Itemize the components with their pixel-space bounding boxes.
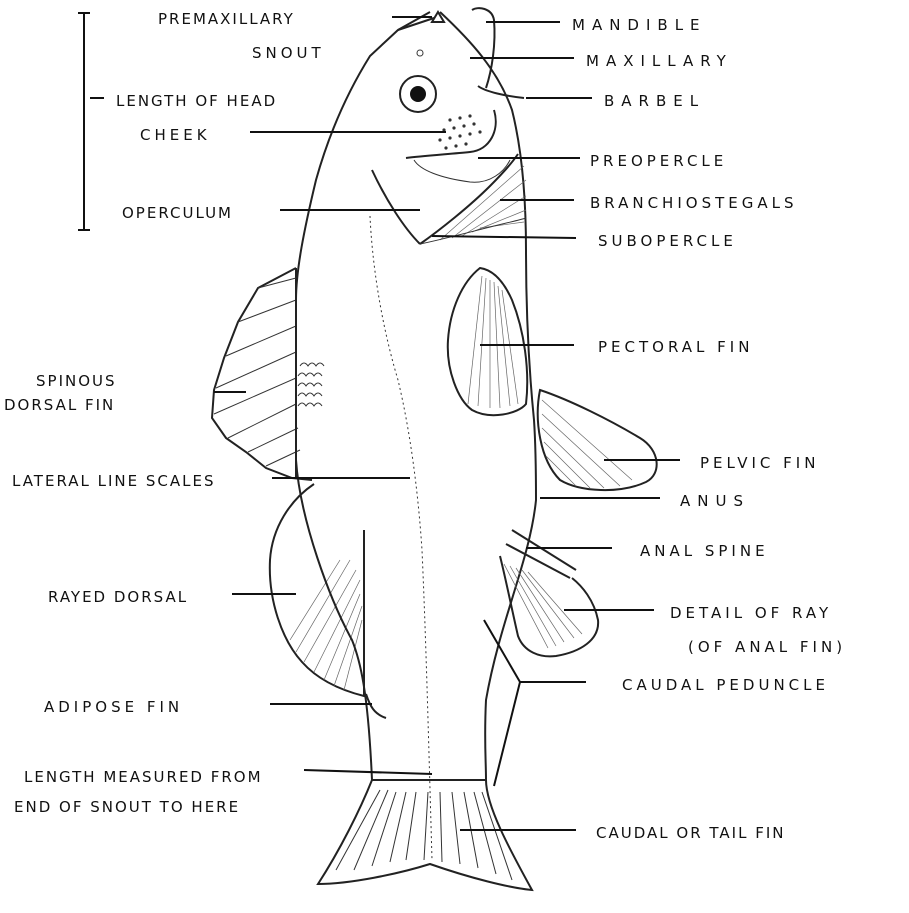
adipose-fin bbox=[366, 694, 386, 718]
leader-lines bbox=[214, 17, 680, 830]
caudal-fin bbox=[318, 780, 532, 890]
label-snout: SNOUT bbox=[252, 44, 325, 62]
eye-pupil bbox=[410, 86, 426, 102]
label-detail-of-ray-line2: (OF ANAL FIN) bbox=[688, 638, 846, 656]
label-pelvic-fin: PELVIC FIN bbox=[700, 454, 819, 472]
label-length-measured-line1: LENGTH MEASURED FROM bbox=[24, 768, 263, 786]
label-barbel: BARBEL bbox=[604, 92, 705, 110]
label-length-of-head: LENGTH OF HEAD bbox=[116, 92, 277, 110]
pelvic-fin bbox=[538, 390, 657, 490]
label-mandible: MANDIBLE bbox=[572, 16, 707, 34]
scale-patch bbox=[298, 363, 324, 406]
label-rayed-dorsal: RAYED DORSAL bbox=[48, 588, 188, 606]
rayed-dorsal-fin bbox=[270, 484, 364, 696]
label-anal-spine: ANAL SPINE bbox=[640, 542, 769, 560]
fish-body bbox=[296, 12, 536, 780]
label-length-measured-line2: END OF SNOUT TO HERE bbox=[14, 798, 240, 816]
label-maxillary: MAXILLARY bbox=[586, 52, 733, 70]
label-preopercle: PREOPERCLE bbox=[590, 152, 727, 170]
label-detail-of-ray-line1: DETAIL OF RAY bbox=[670, 604, 832, 622]
nostril bbox=[417, 50, 423, 56]
head-details bbox=[372, 8, 526, 244]
label-subopercle: SUBOPERCLE bbox=[598, 232, 737, 250]
lateral-line bbox=[370, 216, 432, 860]
label-pectoral-fin: PECTORAL FIN bbox=[598, 338, 753, 356]
labels: PREMAXILLARY SNOUT LENGTH OF HEAD CHEEK … bbox=[4, 10, 846, 842]
label-adipose-fin: ADIPOSE FIN bbox=[44, 698, 183, 716]
label-lateral-line-scales: LATERAL LINE SCALES bbox=[12, 472, 216, 490]
label-operculum: OPERCULUM bbox=[122, 204, 233, 222]
label-anus: ANUS bbox=[680, 492, 750, 510]
label-cheek: CHEEK bbox=[140, 126, 211, 144]
pectoral-fin bbox=[448, 268, 527, 415]
label-spinous-dorsal-fin-line2: DORSAL FIN bbox=[4, 396, 115, 414]
label-premaxillary: PREMAXILLARY bbox=[158, 10, 295, 28]
label-spinous-dorsal-fin-line1: SPINOUS bbox=[36, 372, 117, 390]
label-caudal-or-tail-fin: CAUDAL OR TAIL FIN bbox=[596, 824, 785, 842]
head-length-bracket bbox=[78, 13, 104, 230]
label-branchiostegals: BRANCHIOSTEGALS bbox=[590, 194, 798, 212]
label-caudal-peduncle: CAUDAL PEDUNCLE bbox=[622, 676, 829, 694]
